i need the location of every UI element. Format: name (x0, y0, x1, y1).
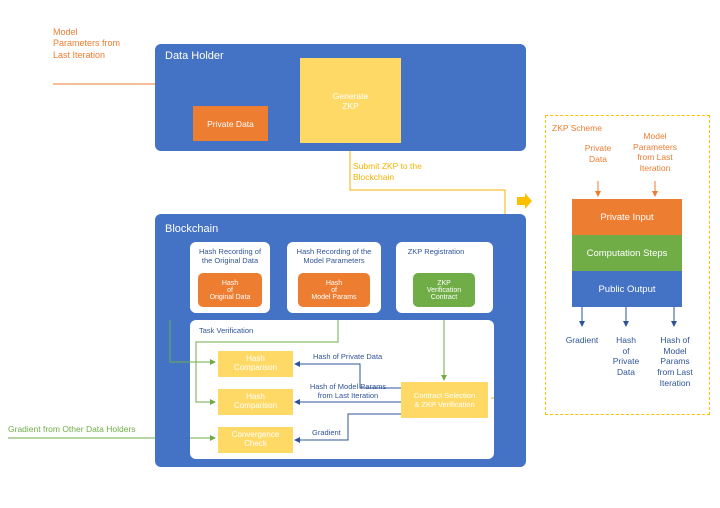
edge-label-gradient: Gradient (312, 428, 341, 437)
submit-zkp-label: Submit ZKP to the Blockchain (353, 161, 422, 182)
hash-original-title: Hash Recording of the Original Data (198, 247, 262, 266)
computation-steps-box: Computation Steps (572, 235, 682, 271)
task-verification-title: Task Verification (199, 326, 254, 335)
edge-label-hash-private: Hash of Private Data (313, 352, 383, 361)
scheme-output-hash-params: Hash of Model Params from Last Iteration (657, 335, 693, 388)
edge-label-hash-params: Hash of Model Params from Last Iteration (309, 382, 387, 401)
hash-comparison-2: Hash Comparison (218, 389, 293, 415)
zkp-scheme-title: ZKP Scheme (552, 123, 602, 133)
blockchain-title: Blockchain (165, 223, 219, 235)
generate-zkp-box: Generate ZKP (300, 58, 401, 143)
hash-params-title: Hash Recording of the Model Parameters (296, 247, 372, 266)
private-data-box: Private Data (193, 106, 268, 141)
contract-selection-box: Contract Selection & ZKP Verification (401, 382, 488, 418)
public-output-box: Public Output (572, 271, 682, 307)
hash-comparison-1: Hash Comparison (218, 351, 293, 377)
zkp-registration-card: ZKP Registration ZKP Verification Contra… (396, 242, 493, 313)
hash-params-card: Hash Recording of the Model Parameters H… (287, 242, 381, 313)
scheme-input-private-data: Private Data (584, 143, 612, 164)
hash-params-box: Hash of Model Params (298, 273, 370, 307)
zkp-registration-title: ZKP Registration (407, 247, 465, 256)
data-holder-title: Data Holder (165, 50, 224, 62)
hash-original-card: Hash Recording of the Original Data Hash… (190, 242, 270, 313)
private-input-box: Private Input (572, 199, 682, 235)
hash-original-box: Hash of Original Data (198, 273, 262, 307)
scheme-output-gradient: Gradient (565, 335, 599, 345)
model-params-input-label: Model Parameters from Last Iteration (53, 27, 121, 60)
scheme-output-hash-private: Hash of Private Data (612, 335, 640, 377)
gradient-other-label: Gradient from Other Data Holders (8, 424, 136, 434)
convergence-check: Convergence Check (218, 427, 293, 453)
scheme-input-model-params: Model Parameters from Last Iteration (633, 131, 677, 173)
zkp-verification-contract-box: ZKP Verification Contract (413, 273, 475, 307)
zkp-scheme-container: ZKP Scheme (545, 115, 710, 415)
